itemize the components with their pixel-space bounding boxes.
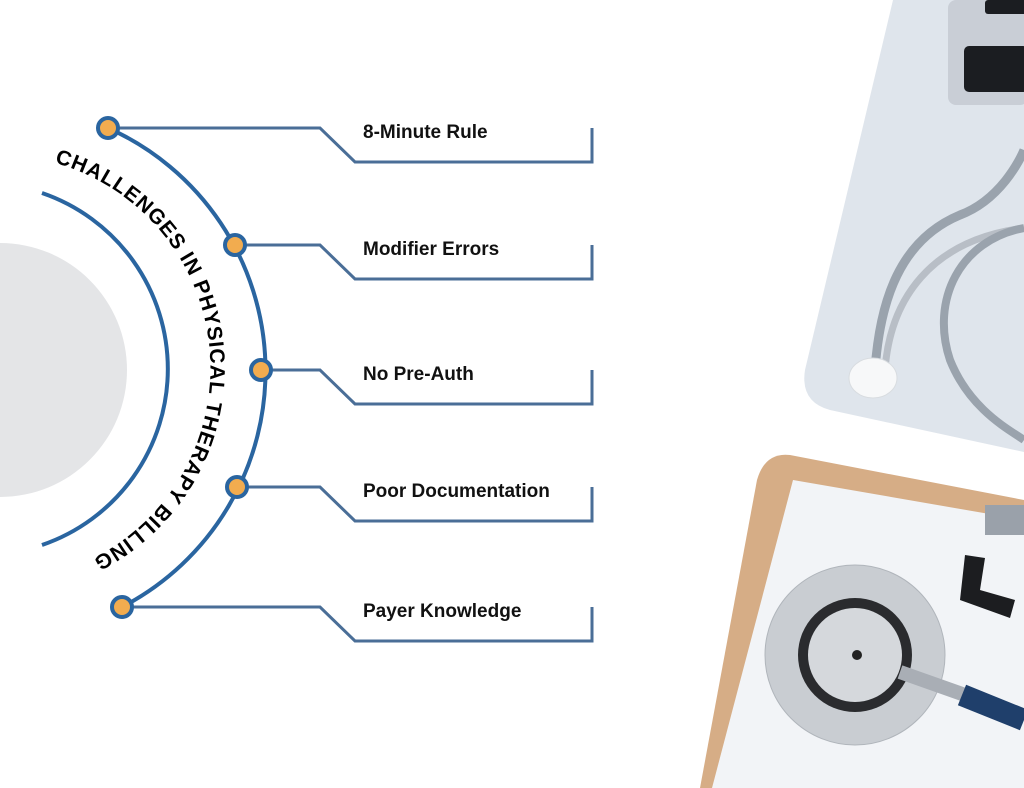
challenge-item: Modifier Errors (223, 233, 594, 281)
challenge-label: Payer Knowledge (363, 601, 521, 622)
connector-line (261, 368, 594, 406)
challenge-item: Poor Documentation (225, 475, 594, 523)
ear-tip (848, 357, 898, 399)
challenge-label: Modifier Errors (363, 239, 499, 260)
connector-line (122, 605, 594, 643)
stethoscope-tube (870, 148, 1024, 371)
chest-piece-hole (852, 650, 862, 660)
challenge-item: Payer Knowledge (110, 595, 594, 643)
node-dot (110, 595, 134, 619)
keyboard-key (985, 0, 1024, 14)
stethoscope-photo (700, 0, 1024, 788)
challenge-label: No Pre-Auth (363, 364, 474, 385)
node-dot (225, 475, 249, 499)
clipboard-clip (985, 505, 1024, 535)
node-dot (249, 358, 273, 382)
stethoscope-tube (939, 224, 1024, 444)
laptop-plate (804, 0, 1024, 452)
center-circle (0, 243, 127, 497)
inner-arc (41, 191, 170, 547)
node-dot (96, 116, 120, 140)
challenge-label: Poor Documentation (363, 481, 550, 502)
connector-line (237, 485, 594, 523)
stethoscope-blue-tube (957, 684, 1024, 731)
challenge-item: No Pre-Auth (249, 358, 594, 406)
challenge-label: 8-Minute Rule (363, 122, 488, 143)
connector-line (235, 243, 594, 281)
clip-handle (960, 555, 1015, 618)
chest-piece-stem (897, 665, 968, 702)
connector-line (108, 126, 594, 164)
challenge-item: 8-Minute Rule (96, 116, 594, 164)
stethoscope-tube (881, 224, 1024, 371)
node-dot (223, 233, 247, 257)
keyboard-key (964, 46, 1024, 92)
